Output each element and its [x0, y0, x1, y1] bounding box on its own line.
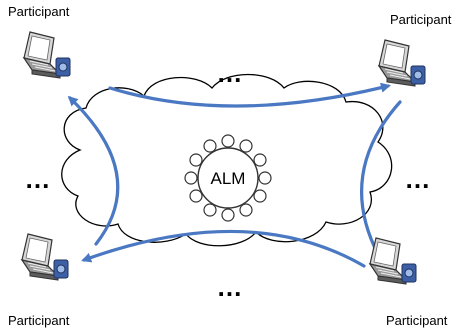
participant-label: Participant: [8, 4, 70, 19]
arrow-top-right-to-bottom-right: [360, 100, 402, 261]
laptop-icon: [21, 233, 69, 281]
participant-top-right: Participant: [378, 12, 452, 87]
participant-bottom-right: Participant: [369, 237, 448, 328]
arrow-bottom-left-to-top-left: [67, 95, 120, 246]
conference-table-icon: ALM: [184, 134, 272, 222]
participant-bottom-left: Participant: [8, 233, 70, 328]
laptop-icon: [23, 31, 71, 79]
laptop-icon: [369, 237, 417, 285]
participant-label: Participant: [390, 12, 452, 27]
participant-top-left: Participant: [8, 4, 71, 79]
ellipsis-left: …: [25, 164, 52, 194]
laptop-icon: [378, 39, 426, 87]
arrow-top-left-to-top-right: [108, 82, 391, 108]
participant-label: Participant: [8, 313, 70, 328]
ellipsis-right: …: [405, 164, 432, 194]
ellipsis-top: …: [217, 58, 244, 88]
ellipsis-bottom: …: [217, 272, 244, 302]
arrow-bottom-right-to-bottom-left: [81, 229, 366, 268]
alm-label: ALM: [211, 169, 246, 188]
participant-label: Participant: [386, 313, 448, 328]
